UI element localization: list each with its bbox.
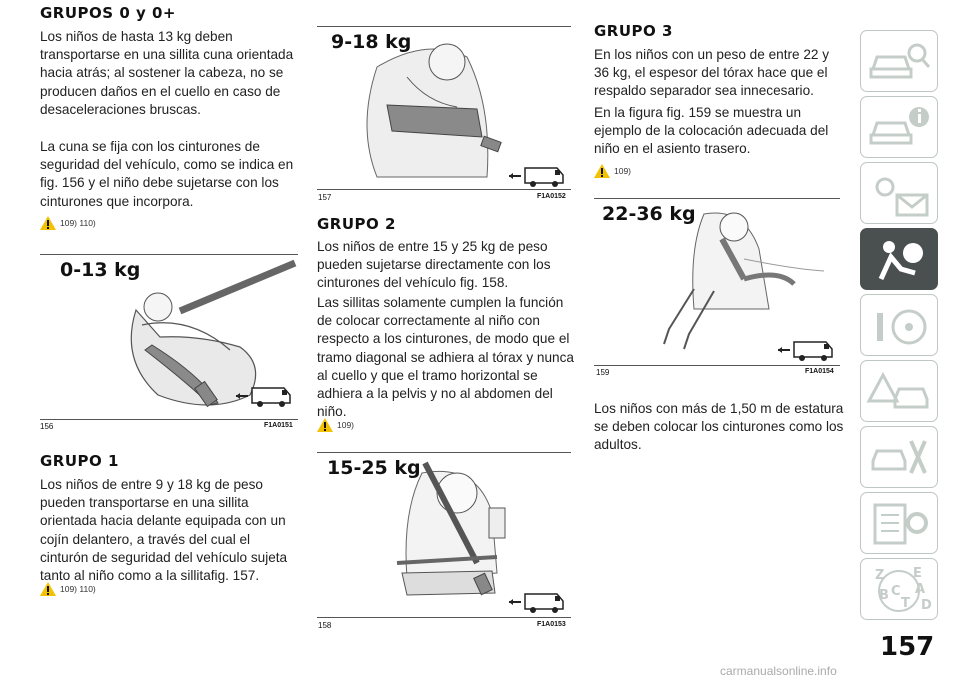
warning-triangle-icon xyxy=(40,216,56,230)
car-info-icon xyxy=(869,107,929,145)
rear-seat-illustration xyxy=(663,212,825,350)
paragraph: Los niños de hasta 13 kg deben transport… xyxy=(40,29,294,117)
index-letter: Z xyxy=(875,568,884,583)
paragraph: La cuna se fija con los cinturones de se… xyxy=(40,139,294,209)
paragraph: En la figura fig. 159 se muestra un ejem… xyxy=(594,105,829,157)
paragraph: Los niños de entre 15 y 25 kg de peso pu… xyxy=(317,239,551,291)
index-letter: A xyxy=(915,582,925,597)
sidebar-item-emergency[interactable] xyxy=(860,360,938,422)
airbag-seat-icon xyxy=(878,241,923,281)
maintenance-icon xyxy=(871,440,927,474)
index-letter: T xyxy=(901,596,910,611)
heading-grupo-1: GRUPO 1 xyxy=(40,452,119,470)
figure-158: 15-25 kg xyxy=(317,452,571,618)
warning-triangle-icon xyxy=(40,582,56,596)
warning-lights-icon xyxy=(875,177,929,217)
heading-grupos-0: GRUPOS 0 y 0+ xyxy=(40,4,176,22)
sidebar-item-index[interactable]: Z E A B C T D xyxy=(860,558,938,620)
figure-code: F1A0153 xyxy=(537,621,566,628)
sidebar-item-knowing-vehicle[interactable] xyxy=(860,30,938,92)
figure-number: 159 xyxy=(596,368,610,377)
index-letter: D xyxy=(921,598,932,613)
figure-159: 22-36 kg xyxy=(594,198,840,366)
heading-grupo-2: GRUPO 2 xyxy=(317,215,396,233)
figure-weight-label: 15-25 kg xyxy=(327,457,421,479)
warning-ref: 109) 110) xyxy=(40,216,96,230)
booster-seat-illustration xyxy=(396,461,506,596)
paragraph: Los niños de entre 9 y 18 kg de peso pue… xyxy=(40,477,288,584)
warning-triangle-icon xyxy=(317,418,333,432)
paragraph: En los niños con un peso de entre 22 y 3… xyxy=(594,47,830,99)
figure-weight-label: 22-36 kg xyxy=(602,203,696,225)
warning-triangle-icon xyxy=(594,164,610,178)
figure-weight-label: 9-18 kg xyxy=(331,31,412,53)
sidebar-item-safety[interactable] xyxy=(860,228,938,290)
heading-grupo-3: GRUPO 3 xyxy=(594,22,673,40)
specifications-icon xyxy=(873,503,928,545)
van-icon xyxy=(778,341,833,361)
van-icon xyxy=(236,387,291,407)
figure-157: 9-18 kg xyxy=(317,26,571,190)
steering-wheel-icon xyxy=(877,309,927,345)
van-icon xyxy=(509,593,564,613)
car-search-icon xyxy=(869,43,931,79)
sidebar-item-maintenance[interactable] xyxy=(860,426,938,488)
page-number: 157 xyxy=(880,632,935,662)
figure-number: 156 xyxy=(40,422,54,431)
sidebar-item-instruments[interactable] xyxy=(860,96,938,158)
footer-watermark: carmanualsonline.info xyxy=(720,664,837,678)
sidebar-item-specifications[interactable] xyxy=(860,492,938,554)
van-icon xyxy=(509,167,564,187)
warning-ref: 109) xyxy=(317,418,354,432)
child-seat-illustration xyxy=(366,43,502,178)
warning-ref: 109) 110) xyxy=(40,582,96,596)
breakdown-icon xyxy=(866,371,929,409)
index-icon: Z E A B C T D xyxy=(875,566,932,613)
infant-carrier-illustration xyxy=(130,259,297,408)
paragraph: Los niños con más de 1,50 m de estatura … xyxy=(594,401,844,453)
figure-weight-label: 0-13 kg xyxy=(60,259,141,281)
figure-code: F1A0151 xyxy=(264,422,293,429)
figure-number: 157 xyxy=(318,193,332,202)
sidebar-item-starting-driving[interactable] xyxy=(860,294,938,356)
figure-code: F1A0152 xyxy=(537,193,566,200)
index-letter: B xyxy=(879,588,889,603)
figure-code: F1A0154 xyxy=(805,368,834,375)
warning-ref: 109) xyxy=(594,164,631,178)
figure-156: 0-13 kg xyxy=(40,254,298,420)
paragraph: Las sillitas solamente cumplen la funció… xyxy=(317,295,574,420)
index-letter: C xyxy=(891,584,901,599)
sidebar-item-warnings[interactable] xyxy=(860,162,938,224)
index-letter: E xyxy=(913,566,922,581)
figure-number: 158 xyxy=(318,621,332,630)
